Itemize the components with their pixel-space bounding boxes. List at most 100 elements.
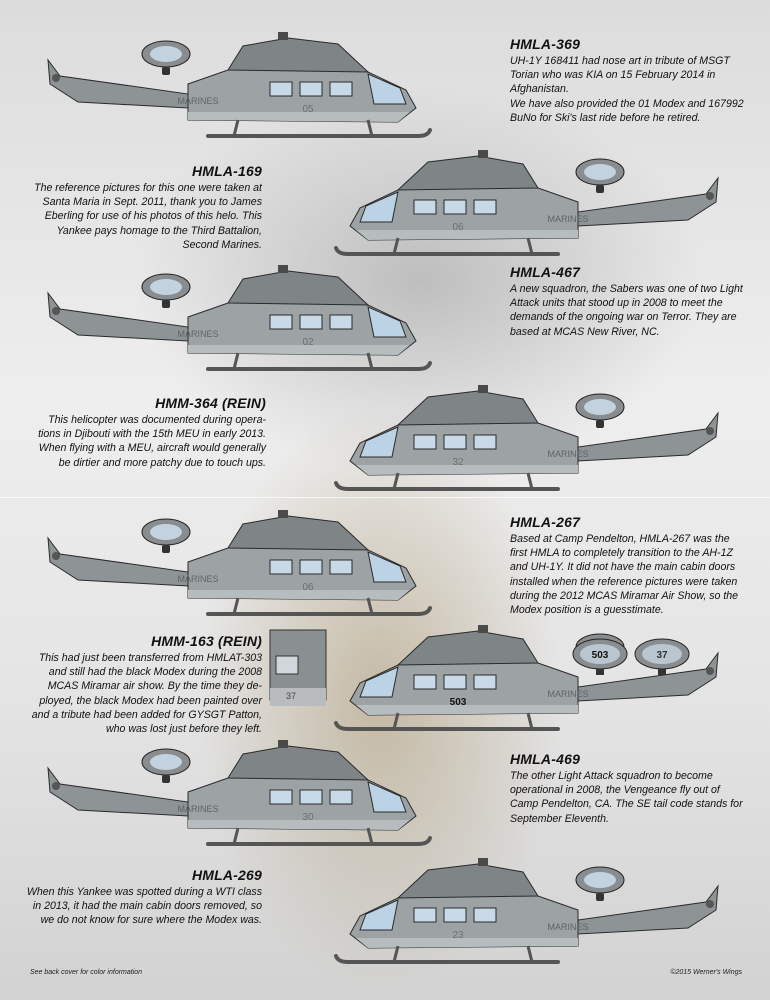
entry-title: HMLA-467 [510,264,581,280]
cockpit-window [359,899,399,931]
cabin-window [269,314,293,330]
nose-decal-sensor [596,893,604,901]
entry-title: HMLA-469 [510,751,581,767]
entry-hmla-169: HMLA-169 The reference pictures for this… [20,163,262,252]
skid-strut [526,712,534,730]
nose-decal-sensor [162,775,170,783]
helicopter-profile-hmla-369: MARINES 05 [47,32,432,138]
cabin-window [443,199,467,215]
cabin-window [329,81,353,97]
engine-cowling [227,745,370,781]
entry-body: Based at Camp Pendelton, HMLA-267 was th… [510,533,739,617]
lower-fuselage [188,590,410,600]
lower-fuselage [356,230,578,240]
cabin-window [329,314,353,330]
cabin-window [473,907,497,923]
entry-title: HMM-163 (REIN) [151,633,262,649]
entry-title: HMLA-267 [510,514,581,530]
footer-copyright: ©2015 Werner's Wings [670,969,742,976]
engine-cowling [396,155,539,191]
cabin-window [473,199,497,215]
modex-number: 06 [452,222,464,233]
skid-strut [366,827,374,845]
entry-hmm-364: HMM-364 (REIN) This helicopter was docum… [20,395,266,470]
nose-decal-sensor [162,545,170,553]
marines-marking: MARINES [177,96,218,106]
landing-skid [334,721,560,731]
lower-fuselage [356,938,578,948]
cabin-window [269,81,293,97]
modex-number: 503 [450,697,467,708]
lower-fuselage [188,820,410,830]
nose-decal-503: 503 [572,638,628,675]
rotor-mast [478,625,488,633]
marines-marking: MARINES [547,922,588,932]
landing-skid [206,836,432,846]
rotor-mast [278,510,288,518]
entry-body: The reference pictures for this one were… [34,182,262,251]
helicopter-profile-hmm-163: MARINES 503 [334,625,719,731]
entry-body: When this Yankee was spotted during a WT… [26,886,262,927]
lower-fuselage [188,112,410,122]
marines-marking: MARINES [547,689,588,699]
landing-skid [334,246,560,256]
entry-body: A new squadron, the Sabers was one of tw… [510,283,743,338]
landing-skid [206,606,432,616]
nose-decal-window [150,754,182,770]
cockpit-window [367,306,407,338]
marines-marking: MARINES [177,804,218,814]
skid-strut [392,712,400,730]
cabin-window [299,314,323,330]
marines-marking: MARINES [547,214,588,224]
cabin-window [329,559,353,575]
skid-strut [392,945,400,963]
tail-rotor-hub [706,900,714,908]
modex-number: 05 [302,104,314,115]
helicopter-profile-hmla-169: MARINES 06 [334,150,719,256]
lower-fuselage [356,465,578,475]
nose-decal-37: 37 [634,638,690,675]
landing-skid [206,128,432,138]
entry-hmla-467: HMLA-467 A new squadron, the Sabers was … [510,264,760,339]
cabin-window [443,907,467,923]
modex-number: 06 [302,582,314,593]
helicopter-body-group [47,740,432,846]
rotor-mast [278,740,288,748]
cabin-window [299,789,323,805]
skid-strut [366,352,374,370]
skid-strut [366,597,374,615]
cabin-window [443,434,467,450]
entry-body: This had just been transferred from HMLA… [31,652,262,736]
rotor-mast [278,265,288,273]
skid-strut [366,119,374,137]
cockpit-window [359,191,399,223]
skid-strut [232,352,240,370]
entry-body: UH-1Y 168411 had nose art in tribute of … [510,55,744,124]
entry-hmla-469: HMLA-469 The other Light Attack squadron… [510,751,760,826]
nose-decal-sensor [162,300,170,308]
skid-strut [392,472,400,490]
helicopter-body-group [334,858,719,964]
lower-fuselage [188,345,410,355]
tail-rotor-hub [706,427,714,435]
cockpit-window [359,426,399,458]
engine-cowling [396,863,539,899]
skid-strut [232,597,240,615]
page-divider [0,497,770,498]
marines-marking: MARINES [177,329,218,339]
entry-title: HMM-364 (REIN) [155,395,266,411]
nose-decal-sensor [162,67,170,75]
nose-decal-window [584,872,616,888]
landing-skid [206,361,432,371]
cockpit-window [367,73,407,105]
rotor-mast [478,150,488,158]
partial-modex: 37 [286,691,296,701]
skid-strut [232,119,240,137]
nose-decal-window [584,399,616,415]
rotor-mast [478,385,488,393]
tail-rotor-hub [52,74,60,82]
nose-decal-window [584,164,616,180]
